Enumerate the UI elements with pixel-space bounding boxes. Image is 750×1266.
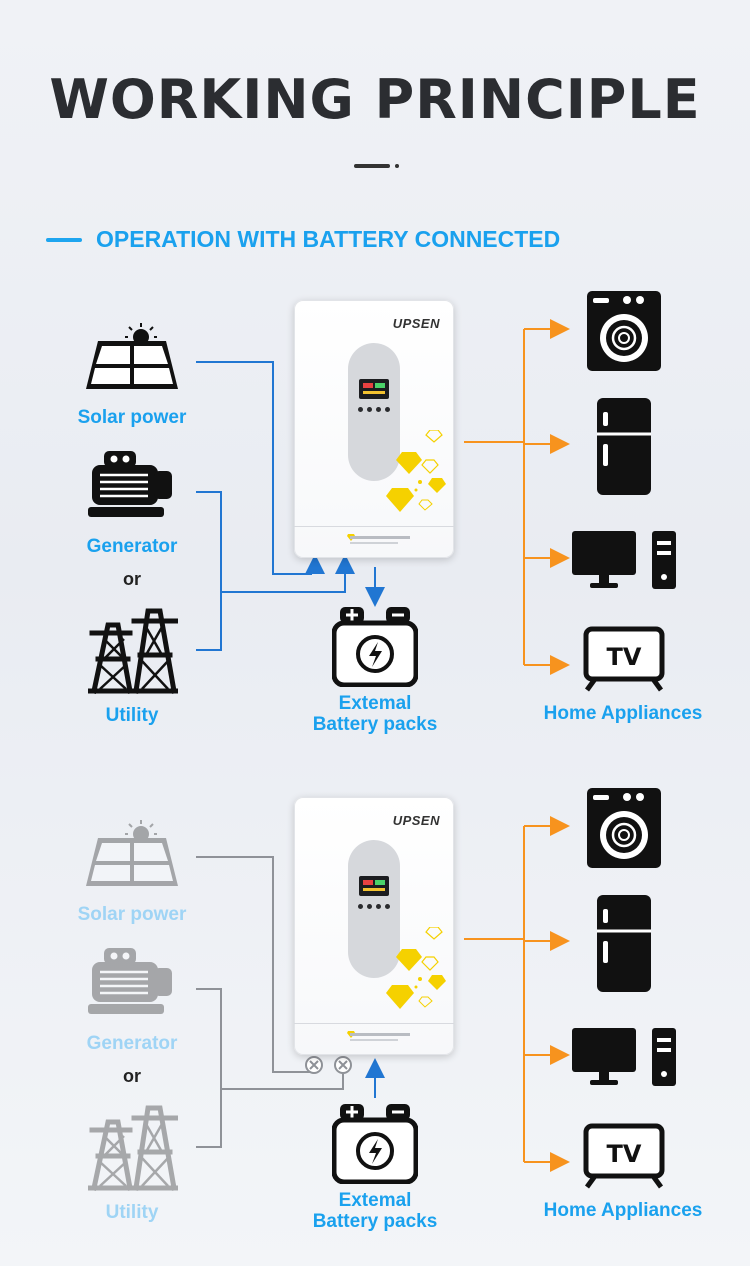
source-label-solar: Solar power [77, 904, 187, 925]
inverter-brand: UPSEN [392, 813, 440, 828]
battery-label-line1: Extemal [338, 693, 412, 714]
generator-icon [88, 948, 172, 1014]
washing-machine-icon [587, 788, 661, 868]
generator-icon [88, 451, 172, 517]
desktop-computer-icon [572, 531, 676, 589]
inverter-buttons [358, 407, 392, 413]
battery-label-line1: Extemal [338, 1190, 412, 1211]
inverter-control-panel [348, 840, 400, 978]
source-label-utility: Utility [105, 1202, 159, 1223]
inverter-unit: UPSEN [294, 797, 454, 1055]
grid-wire-disconnected [221, 1074, 344, 1090]
inverter-buttons [358, 904, 392, 910]
inverter-display [359, 379, 389, 399]
inverter-brand: UPSEN [392, 316, 440, 331]
page-title: WORKING PRINCIPLE [49, 68, 701, 131]
source-label-utility: Utility [105, 705, 159, 726]
source-separator-or: or [123, 569, 141, 589]
solar-wire [196, 361, 312, 575]
solar-panel-icon [86, 820, 178, 886]
source-label-solar: Solar power [77, 407, 187, 428]
washing-machine-icon [587, 291, 661, 371]
inverter-unit: UPSEN [294, 300, 454, 558]
tv-icon: TV [583, 626, 665, 692]
solar-wire-disconnected [196, 856, 312, 1073]
scenario-battery-connected: Solar power Generator or Utility UPSEN [0, 285, 750, 755]
section-title: OPERATION WITH BATTERY CONNECTED [96, 226, 561, 252]
diamond-decoration-icon [386, 430, 446, 512]
diamond-decoration-icon [386, 927, 446, 1009]
source-label-generator: Generator [86, 536, 178, 557]
solar-panel-icon [86, 323, 178, 389]
section-accent-bar [46, 238, 82, 242]
generator-wire-disconnected [196, 988, 222, 1148]
loads-label: Home Appliances [543, 1200, 703, 1221]
battery-label-line2: Battery packs [312, 714, 438, 735]
power-tower-icon [88, 1105, 178, 1191]
inverter-control-panel [348, 343, 400, 481]
refrigerator-icon [597, 895, 651, 992]
disconnected-x-icon [305, 1056, 323, 1074]
power-tower-icon [88, 608, 178, 694]
battery-icon [332, 607, 418, 687]
tv-label: TV [607, 643, 642, 671]
generator-wire [196, 491, 222, 651]
loads-label: Home Appliances [543, 703, 703, 724]
battery-icon [332, 1104, 418, 1184]
refrigerator-icon [597, 398, 651, 495]
inverter-display [359, 876, 389, 896]
tv-label: TV [607, 1140, 642, 1168]
grid-wire [221, 554, 355, 593]
wiring-diagram [196, 319, 570, 675]
wiring-diagram [196, 816, 570, 1172]
desktop-computer-icon [572, 1028, 676, 1086]
source-label-generator: Generator [86, 1033, 178, 1054]
scenario-sources-disconnected: Solar power Generator or Utility UPSEN [0, 782, 750, 1252]
source-separator-or: or [123, 1066, 141, 1086]
disconnected-x-icon [334, 1056, 352, 1074]
battery-label-line2: Battery packs [312, 1211, 438, 1232]
tv-icon: TV [583, 1123, 665, 1189]
